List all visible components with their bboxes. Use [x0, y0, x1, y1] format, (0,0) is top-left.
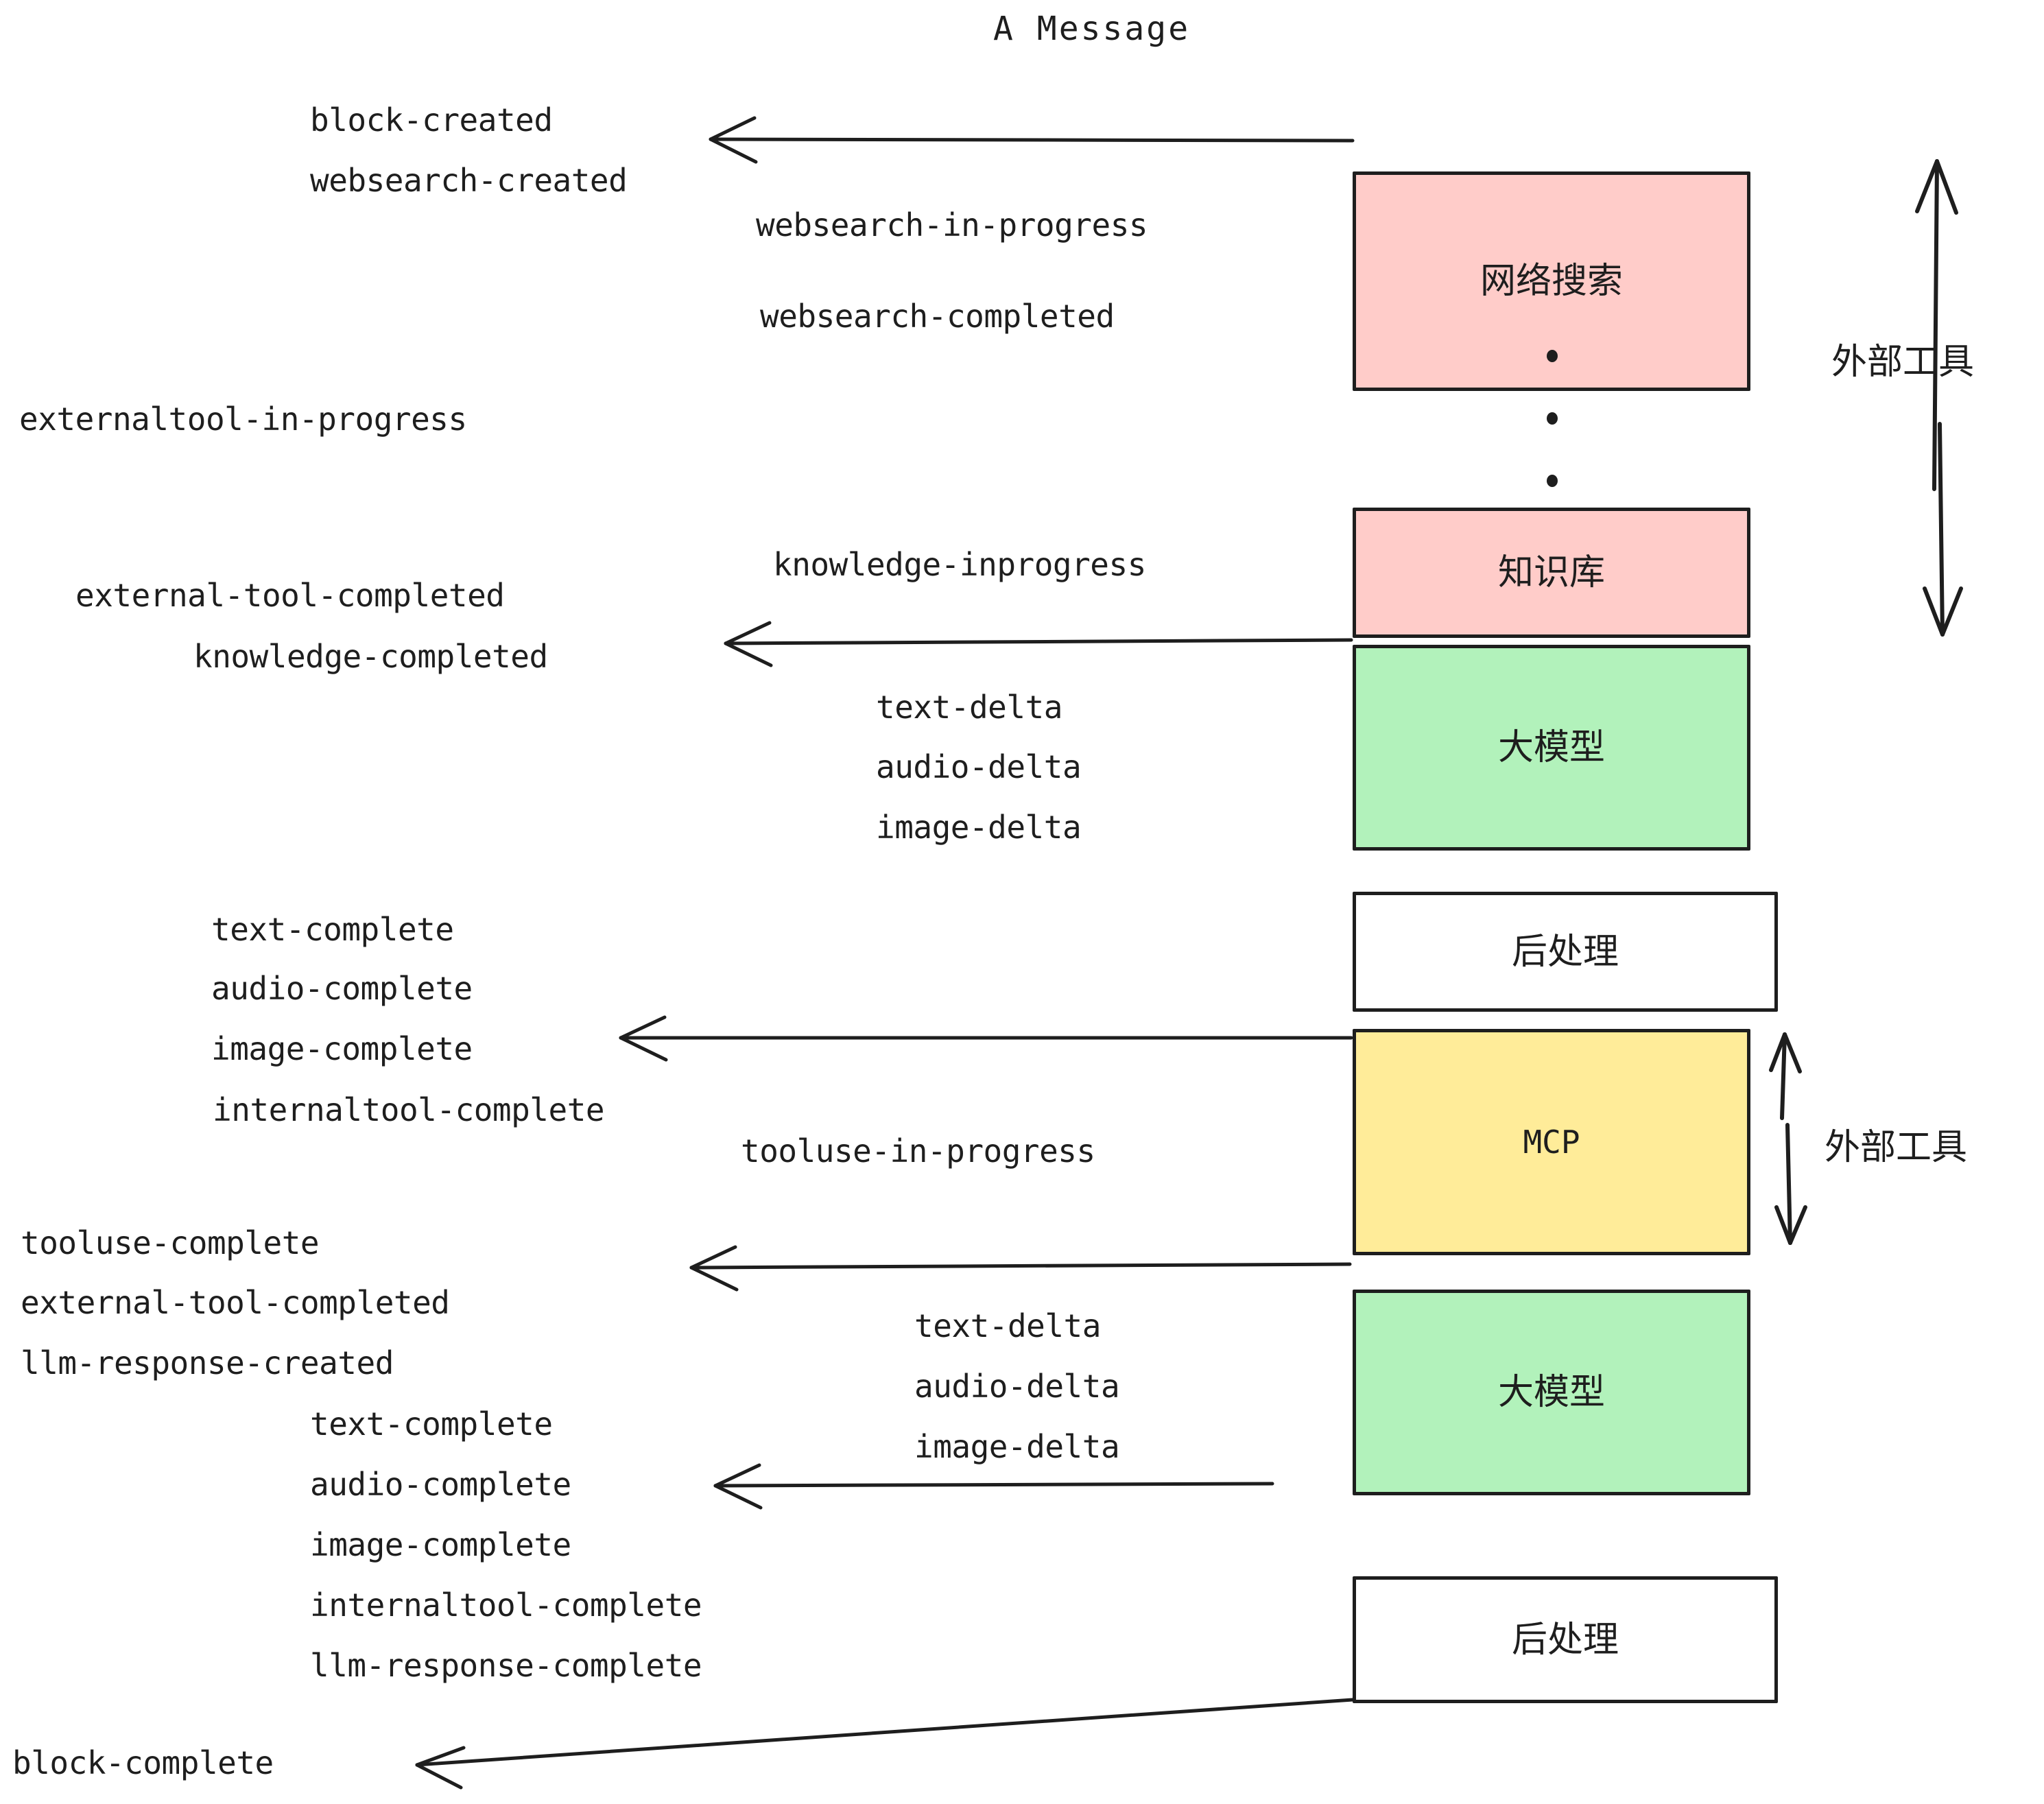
box-postprocess-2[interactable]: 后处理 — [1353, 1576, 1778, 1703]
event-llm-response-complete: llm-response-complete — [310, 1647, 702, 1684]
event-text-complete-1: text-complete — [211, 911, 454, 948]
event-websearch-in-progress: websearch-in-progress — [756, 206, 1148, 244]
event-internaltool-complete-1: internaltool-complete — [213, 1091, 605, 1128]
event-externaltool-in-progress: externaltool-in-progress — [19, 401, 467, 438]
arrow-llm2-to-audio-complete — [713, 1463, 1274, 1510]
arrow-mcp-to-tooluse-complete — [689, 1245, 1352, 1292]
event-external-tool-completed-2: external-tool-completed — [21, 1284, 450, 1321]
event-text-delta-2: text-delta — [914, 1307, 1101, 1344]
box-llm-2-label: 大模型 — [1497, 1372, 1605, 1413]
box-postprocess-2-label: 后处理 — [1511, 1619, 1619, 1661]
box-mcp-label: MCP — [1523, 1124, 1580, 1161]
external-tool-arrow-up-bottom — [1769, 1032, 1802, 1120]
box-knowledge-label: 知识库 — [1497, 552, 1605, 593]
ellipsis-dot — [1547, 350, 1558, 362]
diagram-title: A Message — [993, 10, 1191, 48]
ellipsis-dot — [1547, 475, 1558, 487]
event-block-complete: block-complete — [12, 1744, 274, 1781]
vertical-ellipsis — [1546, 350, 1558, 487]
event-image-delta-2: image-delta — [914, 1428, 1120, 1465]
external-tool-label-top-text: 外部工具 — [1831, 342, 1975, 383]
event-image-complete-2: image-complete — [310, 1526, 571, 1563]
event-audio-delta-1: audio-delta — [876, 748, 1082, 785]
event-text-delta-1: text-delta — [876, 689, 1062, 726]
event-block-created: block-created — [310, 102, 553, 139]
arrow-websearch-to-created — [709, 116, 1355, 164]
event-tooluse-in-progress: tooluse-in-progress — [741, 1132, 1095, 1170]
event-internaltool-complete-2: internaltool-complete — [310, 1587, 702, 1624]
box-websearch-label: 网络搜索 — [1479, 261, 1623, 302]
box-websearch[interactable]: 网络搜索 — [1353, 171, 1750, 391]
event-knowledge-completed: knowledge-completed — [193, 638, 548, 675]
external-tool-label-top: 外部工具 — [1831, 333, 1974, 384]
box-llm-2[interactable]: 大模型 — [1353, 1290, 1750, 1495]
event-image-delta-1: image-delta — [876, 809, 1082, 846]
arrow-postprocess2-to-block-complete — [415, 1698, 1355, 1790]
external-tool-arrow-down-bottom — [1774, 1123, 1807, 1245]
event-text-complete-2: text-complete — [310, 1405, 553, 1443]
event-websearch-created: websearch-created — [310, 162, 628, 199]
arrow-knowledge-to-completed — [724, 621, 1353, 667]
external-tool-arrow-down-top — [1923, 422, 1963, 637]
event-audio-complete-2: audio-complete — [310, 1466, 571, 1503]
box-mcp[interactable]: MCP — [1353, 1029, 1750, 1255]
event-audio-complete-1: audio-complete — [211, 970, 473, 1007]
ellipsis-dot — [1547, 412, 1558, 425]
box-llm-1[interactable]: 大模型 — [1353, 645, 1750, 851]
event-tooluse-complete: tooluse-complete — [21, 1224, 320, 1261]
box-knowledge[interactable]: 知识库 — [1353, 508, 1750, 638]
arrow-llm1-to-image-complete — [619, 1015, 1353, 1062]
external-tool-label-bottom-text: 外部工具 — [1825, 1127, 1968, 1168]
box-llm-1-label: 大模型 — [1497, 727, 1605, 768]
box-postprocess-1-label: 后处理 — [1511, 931, 1619, 973]
external-tool-arrow-up-top — [1915, 159, 1958, 491]
event-websearch-completed: websearch-completed — [760, 298, 1115, 335]
external-tool-label-bottom: 外部工具 — [1825, 1118, 1967, 1170]
box-postprocess-1[interactable]: 后处理 — [1353, 892, 1778, 1012]
event-audio-delta-2: audio-delta — [914, 1368, 1120, 1405]
event-image-complete-1: image-complete — [211, 1030, 473, 1067]
event-knowledge-inprogress: knowledge-inprogress — [773, 546, 1146, 583]
event-llm-response-created: llm-response-created — [21, 1344, 394, 1381]
event-external-tool-completed-1: external-tool-completed — [75, 577, 505, 614]
